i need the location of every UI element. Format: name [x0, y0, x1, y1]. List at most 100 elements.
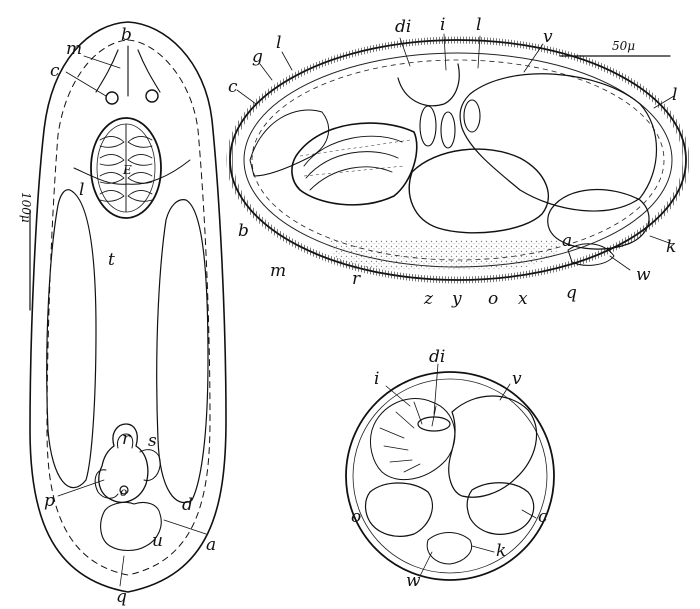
intestine-folds — [379, 401, 437, 473]
figure-longitudinal: 100μ m b c E l t r s p o d u a q — [19, 21, 227, 607]
leader-sag-l1 — [281, 51, 293, 71]
brain-region — [95, 45, 161, 97]
intestinal-cell-2 — [440, 111, 456, 149]
leader-cross-i — [385, 385, 411, 407]
label-E: E — [122, 163, 132, 177]
intestinal-cell-3 — [463, 99, 481, 133]
cross-outline — [345, 371, 555, 581]
label-p: p — [44, 491, 55, 511]
leader-p — [57, 479, 105, 497]
leader-sag-di — [399, 37, 411, 67]
label-sag-l2: l — [476, 15, 481, 35]
label-s: s — [148, 431, 157, 451]
label-cross-o: o — [351, 507, 361, 527]
body-outline — [29, 21, 227, 593]
cross-ventral-tissue — [426, 532, 472, 565]
label-cross-k: k — [496, 541, 506, 561]
leader-cross-c — [521, 509, 537, 519]
right-testis — [156, 199, 209, 503]
label-sag-b: b — [238, 221, 249, 241]
cross-epidermis — [352, 378, 548, 574]
scale-label-100: 100μ — [19, 192, 33, 223]
ovary — [408, 148, 549, 234]
sagittal-muscle-layer — [251, 59, 665, 261]
label-t: t — [108, 250, 115, 270]
leader-cross-v — [499, 383, 511, 401]
label-sag-g: g — [252, 47, 263, 67]
intestine-diverticulum — [397, 63, 460, 107]
genital-pore-region — [567, 243, 615, 266]
label-cross-i: i — [374, 369, 379, 389]
label-sag-c: c — [228, 77, 238, 97]
genital-atrium — [100, 501, 162, 552]
proboscis-sheath — [90, 117, 162, 219]
label-sag-di: di — [395, 17, 411, 37]
ventral-glands — [330, 240, 560, 270]
sagittal-cilia — [226, 36, 690, 284]
vitellarium — [459, 73, 657, 212]
label-o: o — [120, 485, 127, 499]
leader-c — [65, 71, 107, 97]
label-l: l — [79, 180, 84, 200]
left-testis — [46, 189, 97, 489]
label-b: b — [121, 25, 132, 45]
leader-sag-k — [649, 235, 673, 245]
right-eyespot — [145, 89, 159, 103]
leader-q — [119, 555, 125, 587]
label-cross-w: w — [406, 571, 421, 591]
label-cross-v: v — [512, 369, 522, 389]
figure-cross-section: i di v o c w k — [345, 347, 555, 591]
label-r: r — [122, 429, 131, 449]
label-sag-a: a — [562, 231, 572, 251]
leader-m — [83, 55, 121, 69]
label-sag-l1: l — [276, 33, 281, 53]
label-q: q — [116, 587, 127, 607]
leader-sag-c — [236, 89, 257, 105]
label-sag-k: k — [666, 237, 676, 257]
label-sag-l3: l — [672, 85, 677, 105]
scale-label-50: 50μ — [612, 39, 635, 53]
label-m: m — [66, 39, 82, 59]
label-cross-di: di — [429, 347, 445, 367]
inner-body-line — [46, 39, 211, 576]
copulatory-organ — [94, 423, 161, 503]
cross-ovary — [364, 482, 433, 537]
leader-sag-l2 — [477, 35, 481, 69]
leader-sag-l3 — [653, 95, 675, 109]
figure-sagittal: 50μ l di i l v g c l b m r z y o x q a w… — [226, 15, 690, 309]
leader-sag-i — [443, 33, 447, 71]
leader-sag-v — [523, 43, 544, 73]
brain-cells — [249, 109, 330, 177]
intestine-lumen — [369, 398, 456, 481]
label-sag-q: q — [566, 283, 577, 303]
leader-sag-g — [259, 63, 273, 81]
label-u: u — [152, 531, 163, 551]
label-a: a — [206, 535, 216, 555]
leader-sag-w — [609, 255, 631, 271]
label-sag-z: z — [423, 289, 434, 309]
leader-cross-k — [471, 545, 495, 553]
cross-organ-c — [466, 482, 535, 535]
label-c: c — [50, 61, 60, 81]
label-sag-y: y — [451, 289, 462, 309]
pharynx — [291, 122, 418, 206]
label-sag-x: x — [518, 289, 528, 309]
label-sag-i: i — [440, 15, 445, 35]
intestinal-cell-1 — [419, 105, 437, 147]
anterior-cavity — [73, 159, 191, 185]
leader-a — [163, 519, 207, 535]
left-eyespot — [105, 91, 119, 105]
leader-cross-w — [419, 551, 433, 577]
label-sag-w: w — [636, 265, 651, 285]
label-sag-r: r — [352, 269, 361, 289]
cross-intestine-core — [417, 416, 451, 432]
label-sag-o: o — [488, 289, 498, 309]
label-sag-m: m — [270, 261, 286, 281]
copulatory-apparatus — [547, 188, 650, 250]
label-d: d — [182, 495, 193, 515]
label-cross-c: c — [538, 507, 548, 527]
cross-vitellarium — [448, 395, 538, 498]
leader-cross-di — [433, 363, 439, 415]
